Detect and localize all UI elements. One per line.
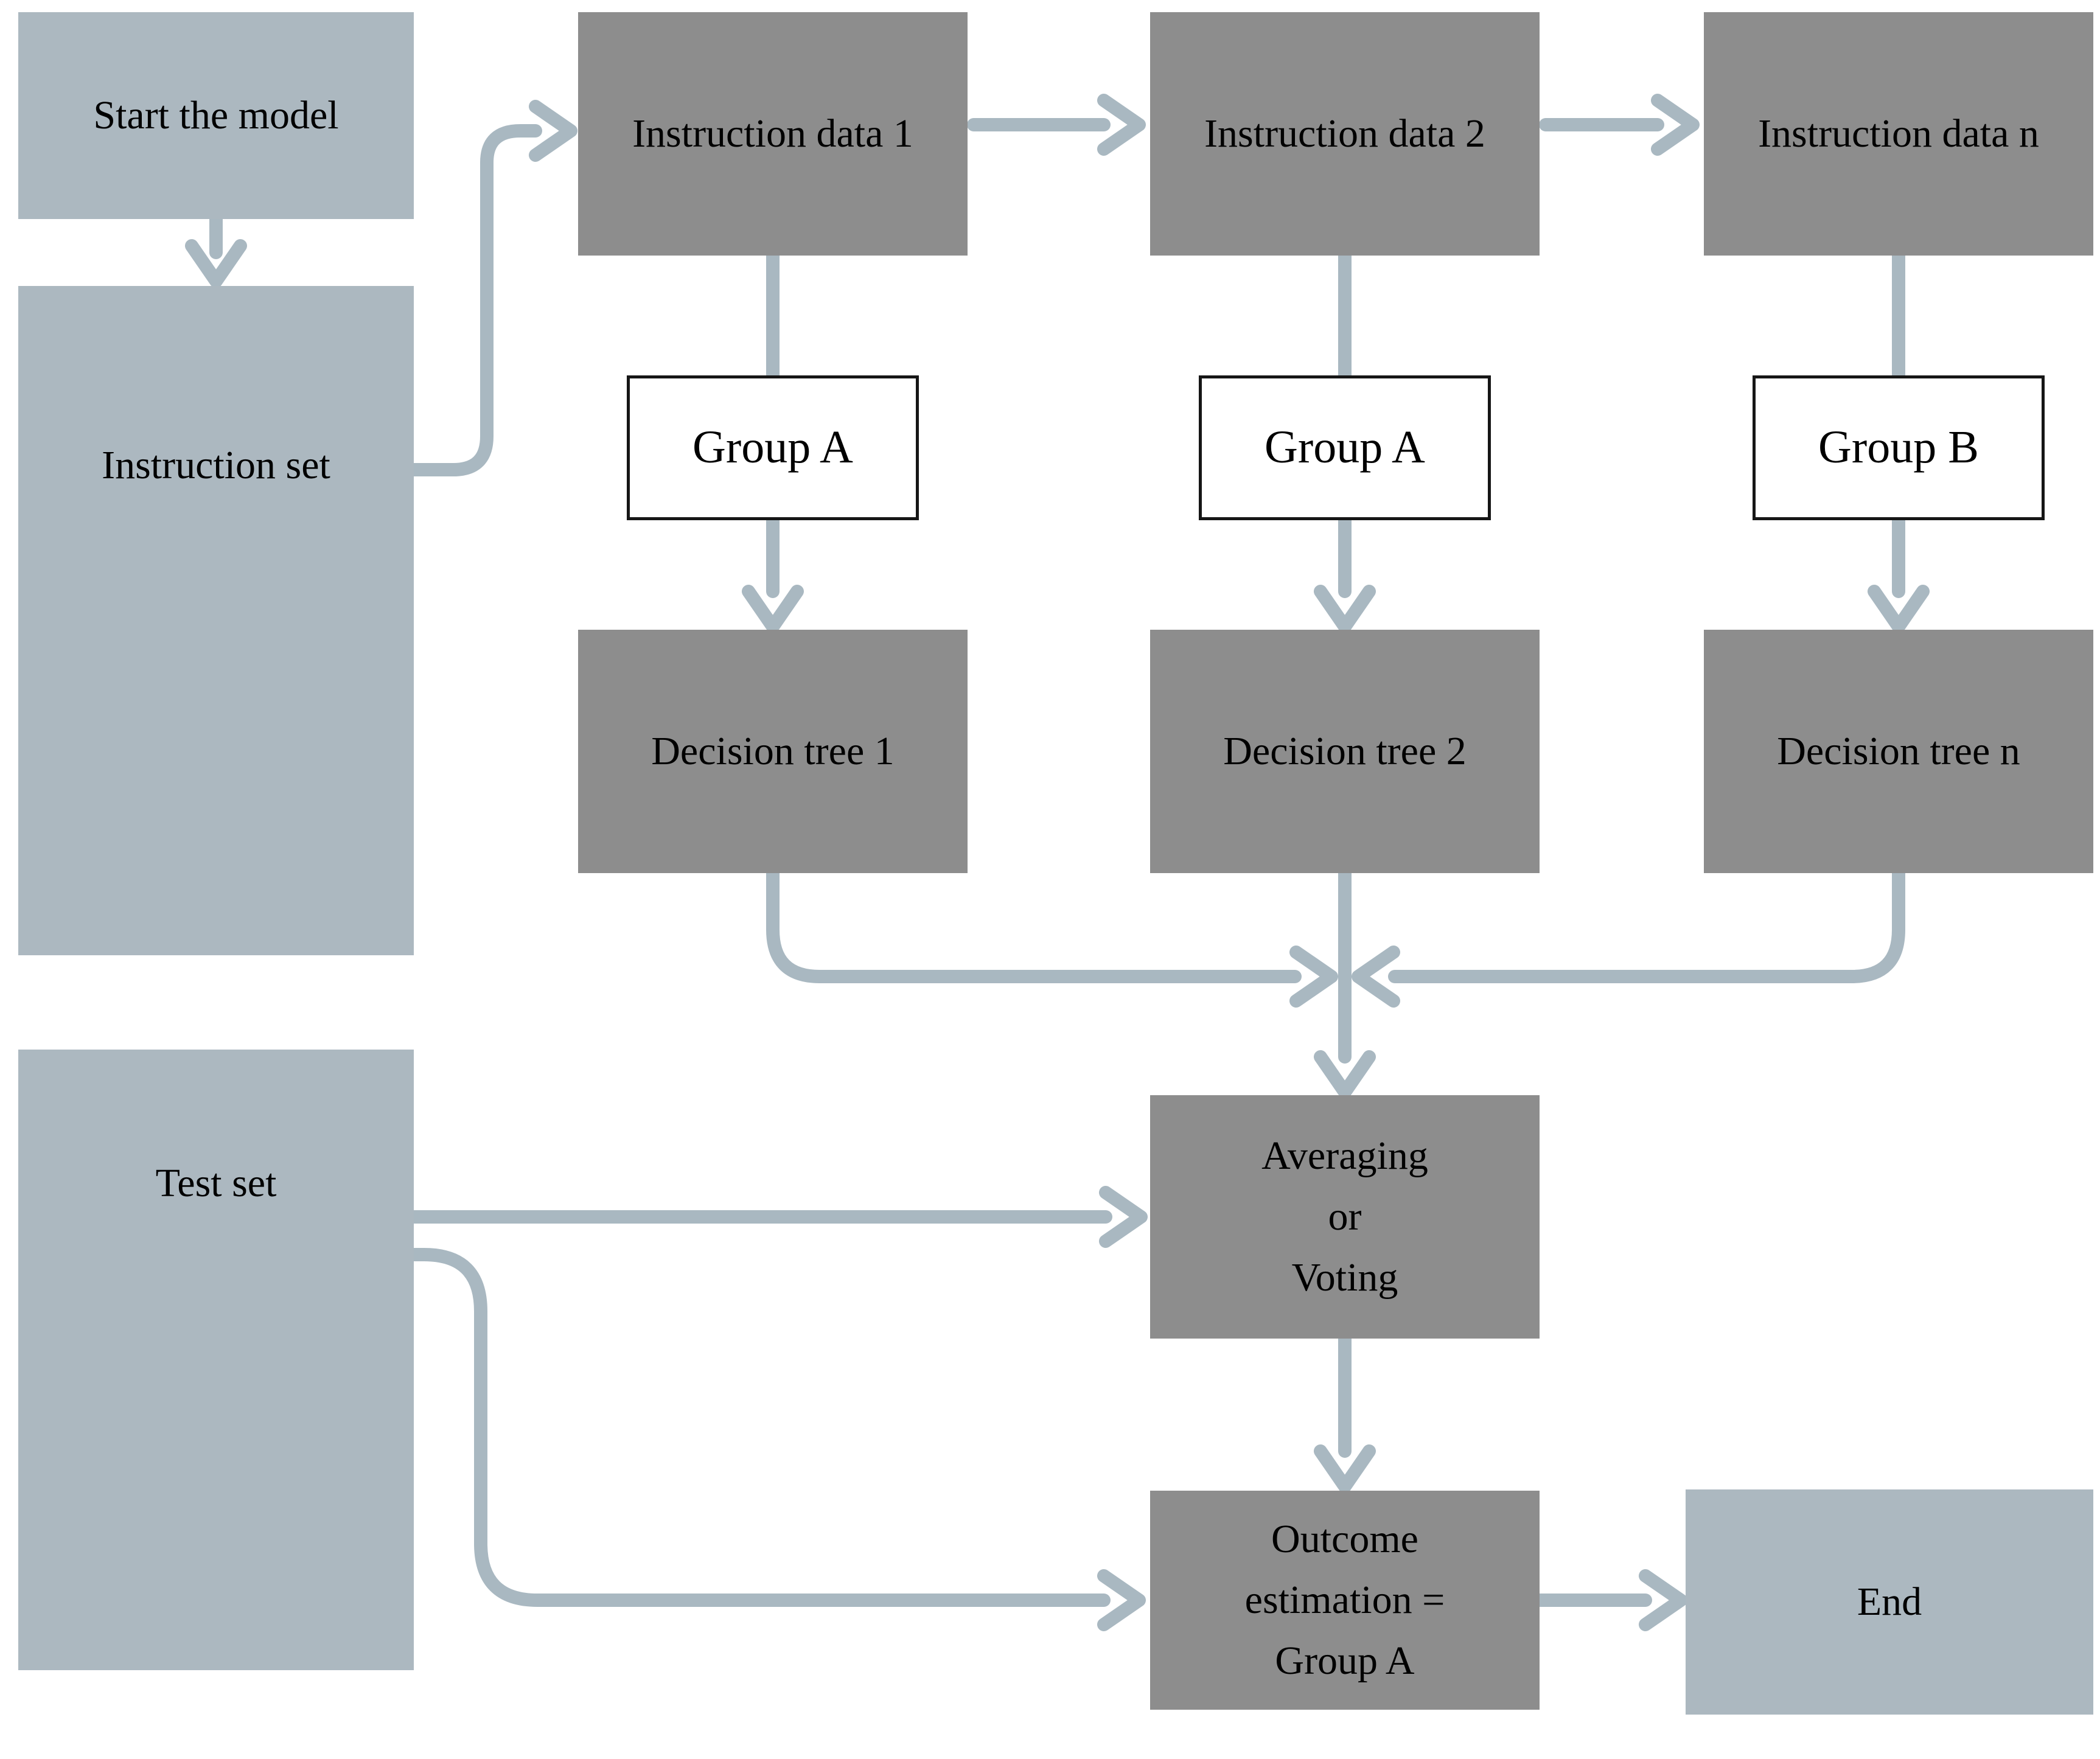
arrow-instruction-set-to-instruction-data-1 [401,100,577,476]
node-test-set: Test set [18,1050,414,1670]
arrow-outcome-to-end [1533,1569,1687,1631]
node-group-a-1-label: Group A [692,422,853,473]
node-group-a-2-label: Group A [1265,422,1425,473]
node-averaging-line-3: Voting [1291,1255,1398,1300]
node-test-set-label: Test set [155,1161,277,1205]
node-instruction-data-2: Instruction data 2 [1150,12,1540,256]
arrow-decision-tree-1-to-merge [766,866,1338,1008]
node-group-b: Group B [1753,375,2045,520]
node-averaging-line-2: or [1328,1194,1362,1239]
arrow-decision-tree-n-to-merge [1352,866,1905,1008]
node-decision-tree-n-label: Decision tree n [1777,729,2020,774]
node-outcome-line-1: Outcome [1271,1517,1418,1561]
node-instruction-data-1-label: Instruction data 1 [632,111,913,156]
node-decision-tree-1-label: Decision tree 1 [651,729,895,774]
node-start: Start the model [18,12,414,219]
node-outcome-line-3: Group A [1275,1639,1415,1683]
node-instruction-set: Instruction set [18,286,414,955]
node-decision-tree-2-label: Decision tree 2 [1223,729,1467,774]
node-instruction-data-n-label: Instruction data n [1758,111,2039,156]
arrow-averaging-to-outcome [1314,1332,1376,1493]
node-group-b-label: Group B [1818,422,1979,473]
node-start-label: Start the model [93,93,339,138]
node-decision-tree-1: Decision tree 1 [578,630,968,873]
node-averaging-line-1: Averaging [1261,1134,1428,1178]
node-instruction-data-n: Instruction data n [1704,12,2093,256]
node-instruction-data-1: Instruction data 1 [578,12,968,256]
node-group-a-1: Group A [627,375,919,520]
arrow-test-set-to-averaging [401,1186,1148,1248]
node-outcome-line-2: estimation = [1244,1578,1445,1622]
node-group-a-2: Group A [1199,375,1491,520]
arrow-start-to-instruction-set [185,212,247,288]
arrow-instruction-data-n-to-decision-tree-n [1868,249,1930,633]
node-instruction-data-2-label: Instruction data 2 [1204,111,1485,156]
arrow-instruction-data-1-to-decision-tree-1 [742,249,804,633]
arrow-instruction-data-1-to-2 [967,94,1146,156]
node-averaging-or-voting: Averaging or Voting [1150,1095,1540,1339]
arrow-instruction-data-2-to-decision-tree-2 [1314,249,1376,633]
node-decision-tree-2: Decision tree 2 [1150,630,1540,873]
node-end-label: End [1857,1580,1922,1625]
node-outcome-estimation: Outcome estimation = Group A [1150,1491,1540,1710]
arrow-decision-tree-2-to-averaging [1314,866,1376,1099]
node-end: End [1686,1489,2093,1715]
node-decision-tree-n: Decision tree n [1704,630,2093,873]
arrow-test-set-to-outcome [401,1248,1146,1631]
arrow-instruction-data-2-to-n [1539,94,1700,156]
node-instruction-set-label: Instruction set [102,443,330,487]
